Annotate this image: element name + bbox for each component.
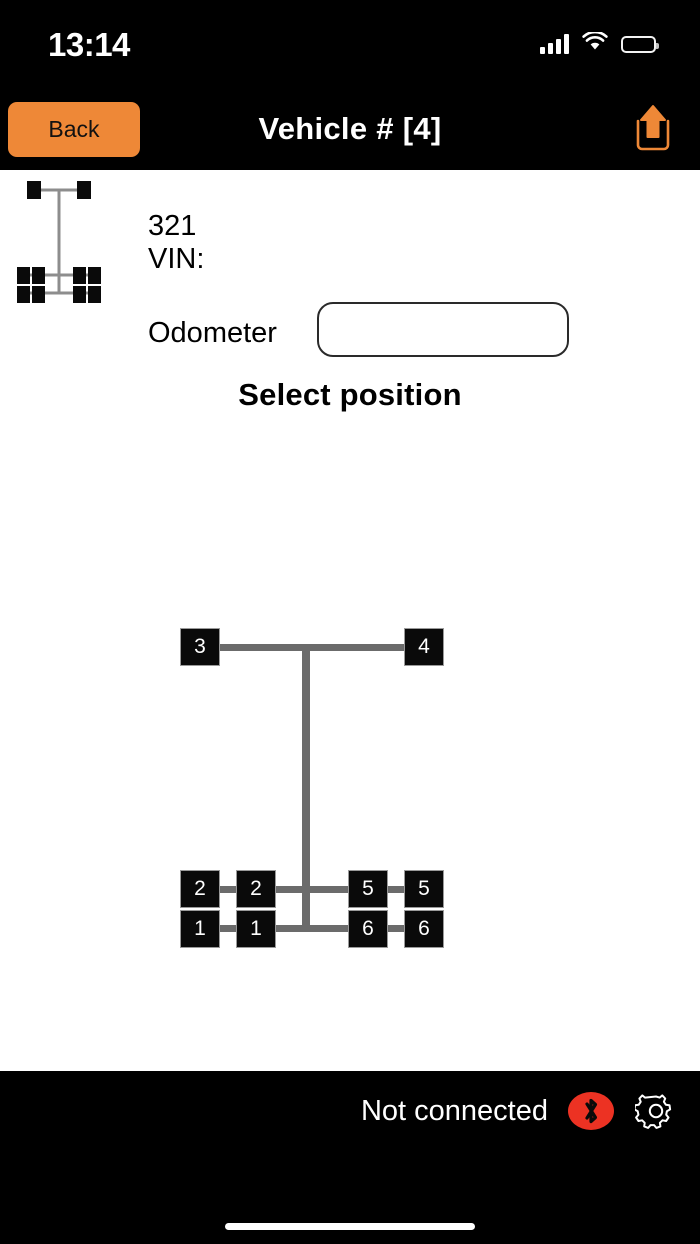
wheel-position-6-inner[interactable]: 6 <box>348 910 388 948</box>
home-indicator[interactable] <box>225 1223 475 1230</box>
front-axle-bar <box>215 644 425 651</box>
share-upload-icon[interactable] <box>624 96 682 160</box>
wheel-position-diagram: 3 4 2 2 5 5 1 1 6 6 <box>0 450 700 948</box>
battery-icon <box>621 35 659 53</box>
cellular-signal-icon <box>540 34 569 54</box>
status-time: 13:14 <box>48 25 130 63</box>
chassis-spine <box>302 644 310 931</box>
wheel-position-6-outer[interactable]: 6 <box>404 910 444 948</box>
select-position-heading: Select position <box>238 377 462 412</box>
status-icons <box>540 30 659 56</box>
vehicle-number: 321 <box>148 210 197 242</box>
wheel-position-5-inner[interactable]: 5 <box>348 870 388 908</box>
main-content: 321 VIN: Odometer Select position 3 4 2 … <box>0 170 700 1071</box>
wheel-position-1-inner[interactable]: 1 <box>236 910 276 948</box>
rear-upper-axle-bar <box>215 886 425 893</box>
wheel-position-5-outer[interactable]: 5 <box>404 870 444 908</box>
vehicle-axle-layout-icon <box>8 175 108 310</box>
wheel-position-2-inner[interactable]: 2 <box>236 870 276 908</box>
bluetooth-icon[interactable] <box>568 1092 614 1130</box>
connection-row: Not connected <box>361 1079 678 1143</box>
ios-status-bar: 13:14 <box>0 0 700 88</box>
page-title: Vehicle # [4] <box>258 111 442 146</box>
odometer-label: Odometer <box>148 317 277 349</box>
wheel-position-4[interactable]: 4 <box>404 628 444 666</box>
gear-icon[interactable] <box>634 1089 678 1133</box>
wifi-icon <box>582 30 608 56</box>
wheel-position-2-outer[interactable]: 2 <box>180 870 220 908</box>
rear-lower-axle-bar <box>215 925 425 932</box>
vin-label: VIN: <box>148 243 205 275</box>
wheel-position-3[interactable]: 3 <box>180 628 220 666</box>
odometer-input[interactable] <box>317 302 569 357</box>
bottom-status-bar: Not connected <box>0 1071 700 1244</box>
wheel-position-1-outer[interactable]: 1 <box>180 910 220 948</box>
back-button[interactable]: Back <box>8 102 140 157</box>
connection-status-text: Not connected <box>360 1094 548 1127</box>
navigation-bar: Back Vehicle # [4] <box>0 88 700 170</box>
